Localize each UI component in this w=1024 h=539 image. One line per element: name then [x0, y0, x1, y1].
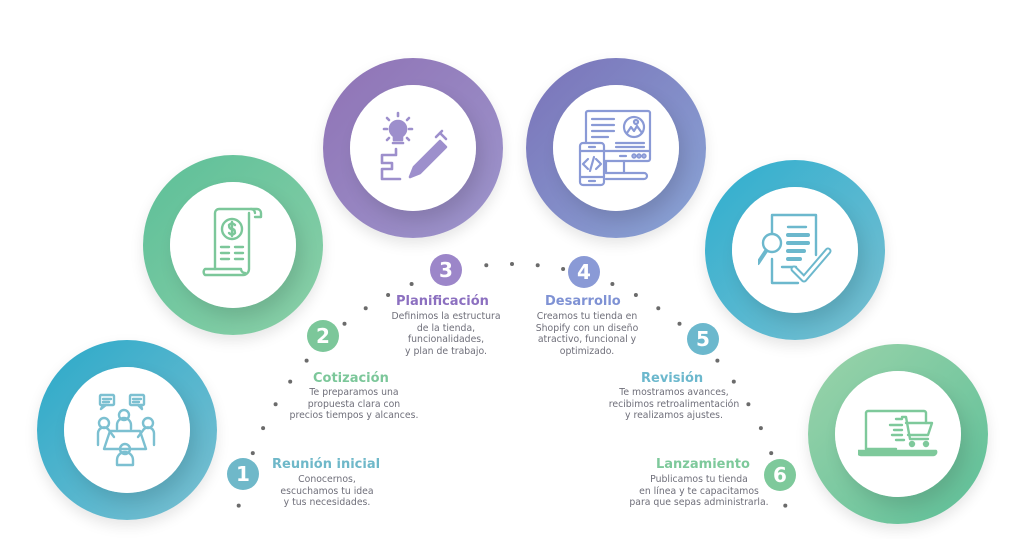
path-dot [409, 282, 414, 286]
path-dot [769, 451, 774, 456]
invoice-icon [202, 207, 263, 277]
path-dot [236, 503, 241, 508]
path-dot [715, 358, 720, 363]
path-dot [484, 263, 489, 268]
step-6-ring [808, 344, 988, 524]
document-review-icon [758, 213, 832, 285]
meeting-icon [96, 393, 156, 467]
step-6-description: Publicamos tu tienda en línea y te capac… [629, 474, 769, 508]
path-dot [363, 306, 368, 311]
step-3-description: Definimos la estructura de la tienda, fu… [391, 311, 501, 357]
step-6-number-badge: 6 [764, 459, 796, 491]
web-development-icon [578, 109, 652, 187]
step-4-ring [526, 58, 706, 238]
path-dot [746, 402, 751, 407]
path-dot [656, 306, 661, 311]
step-1-description: Conocernos, escuchamos tu idea y tus nec… [280, 474, 374, 508]
step-4-number-badge: 4 [568, 256, 600, 288]
step-2-number-badge: 2 [307, 320, 339, 352]
path-dot [273, 402, 278, 407]
step-6-title: Lanzamiento [656, 457, 750, 472]
step-5-title: Revisión [641, 371, 704, 386]
step-5-ring [705, 160, 885, 340]
step-1-title: Reunión inicial [272, 457, 381, 472]
path-dot [510, 262, 514, 266]
path-dot [783, 503, 788, 508]
step-5-description: Te mostramos avances, recibimos retroali… [608, 387, 740, 421]
online-store-cart-icon [858, 409, 938, 457]
path-dot [731, 379, 736, 384]
step-1-ring [37, 340, 217, 520]
path-dot [386, 293, 391, 297]
path-dot [288, 379, 293, 384]
step-2-title: Cotización [313, 371, 389, 386]
step-1-number-badge: 1 [227, 458, 259, 490]
step-5-number-badge: 5 [687, 323, 719, 355]
path-dot [342, 321, 347, 326]
path-dot [561, 267, 566, 271]
path-dot [304, 358, 309, 363]
path-dot [250, 451, 255, 456]
step-3-number-badge: 3 [430, 254, 462, 286]
path-dot [610, 282, 615, 286]
step-2-description: Te preparamos una propuesta clara con pr… [289, 387, 419, 421]
idea-plan-icon [380, 111, 448, 181]
step-2-ring [143, 155, 323, 335]
path-dot [758, 426, 763, 431]
path-dot [261, 426, 266, 431]
step-4-description: Creamos tu tienda en Shopify con un dise… [535, 311, 639, 357]
path-dot [633, 293, 638, 297]
step-4-title: Desarrollo [545, 294, 621, 309]
path-dot [535, 263, 540, 268]
step-3-ring [323, 58, 503, 238]
step-3-title: Planificación [396, 294, 489, 309]
path-dot [677, 321, 682, 326]
